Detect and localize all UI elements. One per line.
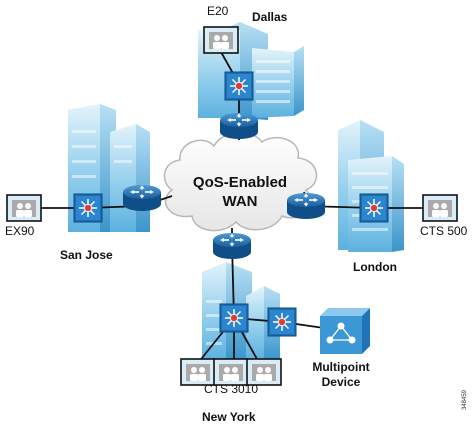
endpoint-new-york-label: CTS 3010 (204, 382, 258, 396)
router-london-icon (286, 192, 326, 220)
switch-london-icon (359, 193, 389, 223)
figure-id: 348459 (462, 389, 468, 410)
endpoint-san-jose-label: EX90 (5, 224, 35, 238)
site-new-york-label: New York (202, 410, 256, 424)
endpoint-london-label: CTS 500 (420, 224, 468, 238)
wan-cloud: QoS-Enabled WAN (163, 131, 318, 232)
wan-label-line2: WAN (223, 193, 258, 210)
router-new-york-icon (212, 232, 252, 260)
switch-new-york-b-icon (267, 307, 297, 337)
endpoint-dallas-icon (203, 26, 239, 54)
multipoint-label-line2: Device (322, 375, 361, 389)
router-dallas-icon (219, 112, 259, 140)
wan-label-line1: QoS-Enabled (193, 174, 287, 191)
endpoint-dallas-label: E20 (207, 4, 229, 18)
site-london-label: London (353, 260, 397, 274)
site-dallas-label: Dallas (252, 10, 288, 24)
switch-new-york-a-icon (219, 303, 249, 333)
endpoint-london-icon (422, 194, 458, 222)
building-london (338, 120, 404, 252)
endpoint-san-jose-icon (6, 194, 42, 222)
multipoint-label-line1: Multipoint (312, 360, 369, 374)
router-san-jose-icon (122, 184, 162, 212)
multipoint-device-icon (320, 308, 370, 354)
switch-san-jose-icon (73, 193, 103, 223)
site-san-jose-label: San Jose (60, 248, 113, 262)
switch-dallas-icon (224, 71, 254, 101)
